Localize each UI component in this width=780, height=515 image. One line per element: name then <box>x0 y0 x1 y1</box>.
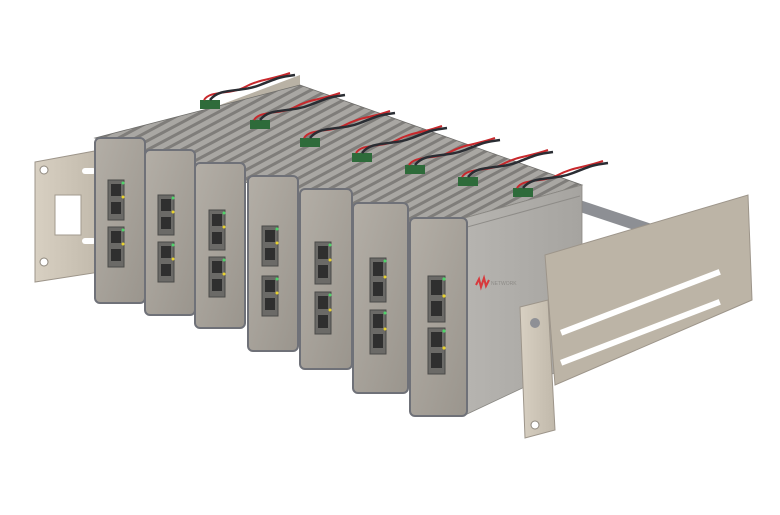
right-rack-ear <box>519 194 753 439</box>
brand-logo: NETWORK <box>475 274 517 291</box>
switch-units <box>94 137 468 417</box>
power-connectors <box>200 72 609 197</box>
svg-text:NETWORK: NETWORK <box>491 281 517 287</box>
ports-and-leds <box>107 179 446 375</box>
